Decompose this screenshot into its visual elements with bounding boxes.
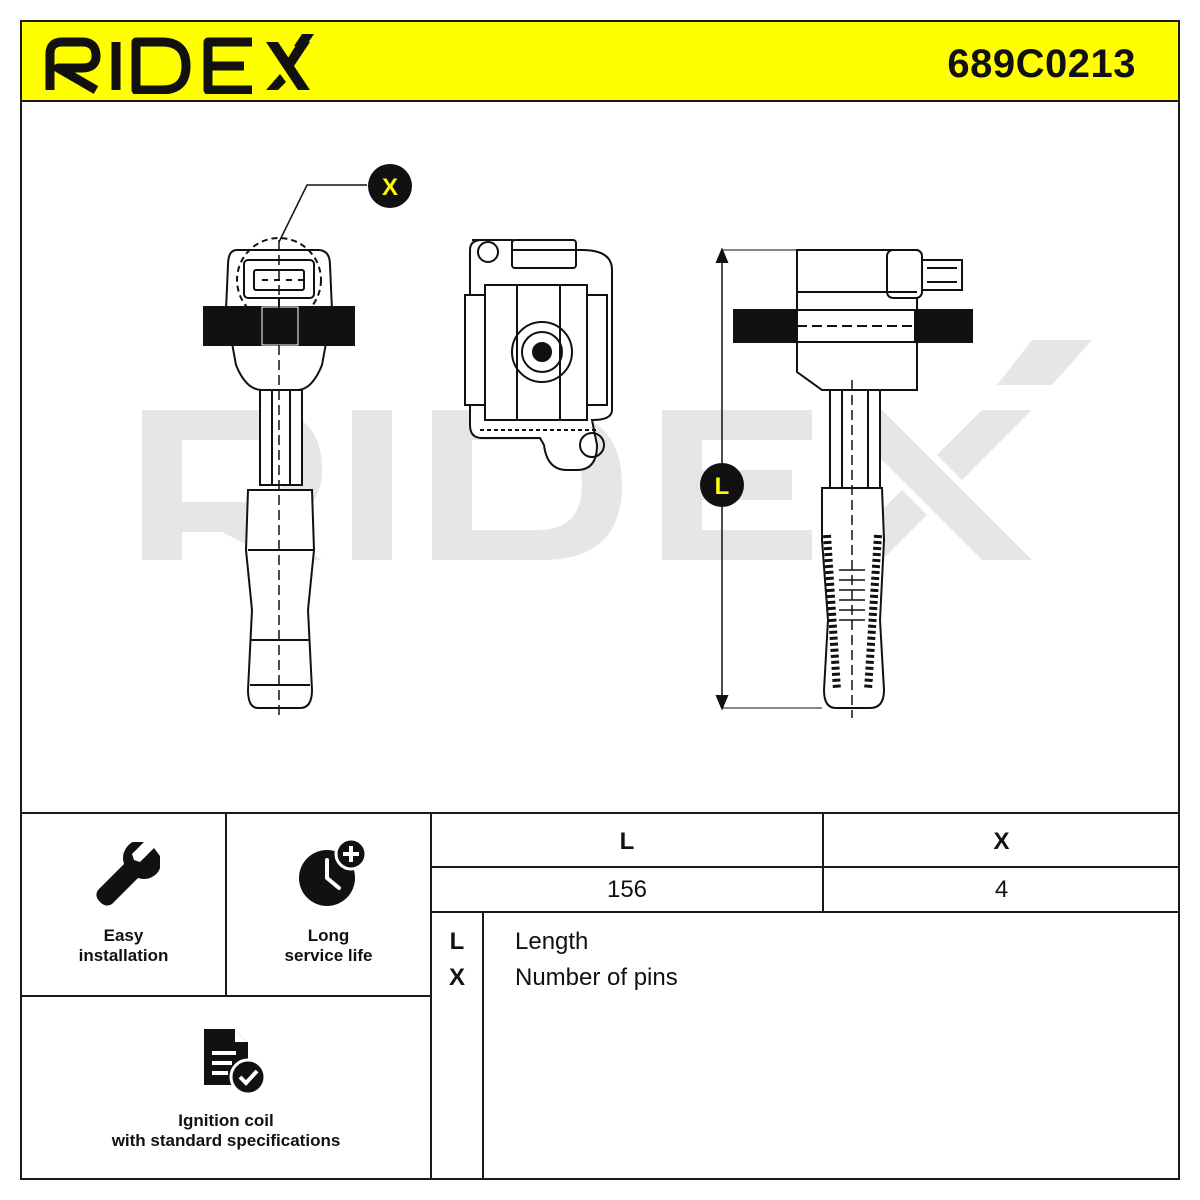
feature-standard-specifications: Ignition coil with standard specificatio… xyxy=(22,997,430,1180)
callout-l: L xyxy=(700,463,744,507)
spec-value-x: 4 xyxy=(994,876,1009,903)
feature-long-service-life: Long service life xyxy=(227,814,430,995)
coil-front-view xyxy=(203,184,367,718)
divider xyxy=(482,912,484,1180)
divider xyxy=(22,812,1178,814)
legend-key-l: L xyxy=(449,928,465,955)
sheet-frame xyxy=(20,20,1180,1180)
divider xyxy=(431,866,1179,868)
feature-label: installation xyxy=(78,946,169,965)
ridex-logo xyxy=(45,34,314,94)
legend-text-pins: Number of pins xyxy=(515,964,678,991)
feature-label: Easy xyxy=(103,926,144,945)
spec-value-l: 156 xyxy=(606,876,648,903)
legend-text-length: Length xyxy=(515,928,589,955)
coil-top-view xyxy=(464,239,613,471)
part-number: 689C0213 xyxy=(947,42,1136,86)
feature-label: Ignition coil xyxy=(178,1111,274,1130)
wrench-icon xyxy=(96,842,160,906)
callout-x: X xyxy=(368,164,412,208)
header-bar: 689C0213 xyxy=(22,22,1178,102)
document-check-icon xyxy=(204,1029,267,1095)
svg-text:L: L xyxy=(715,473,730,500)
spec-header-x: X xyxy=(993,828,1010,855)
legend-key-x: X xyxy=(448,964,465,991)
divider xyxy=(225,813,227,996)
coil-side-view xyxy=(715,247,973,718)
feature-label: Long xyxy=(307,926,350,945)
divider xyxy=(822,813,824,912)
feature-easy-installation: Easy installation xyxy=(22,814,225,995)
svg-text:X: X xyxy=(382,174,398,201)
ignition-coil-drawing: X xyxy=(142,164,1092,718)
divider xyxy=(431,911,1179,913)
divider xyxy=(22,995,432,997)
technical-drawing: X xyxy=(22,100,1178,813)
spec-header-l: L xyxy=(619,828,635,855)
feature-label: with standard specifications xyxy=(111,1131,341,1150)
feature-label: service life xyxy=(284,946,373,965)
clock-plus-icon xyxy=(299,838,368,906)
